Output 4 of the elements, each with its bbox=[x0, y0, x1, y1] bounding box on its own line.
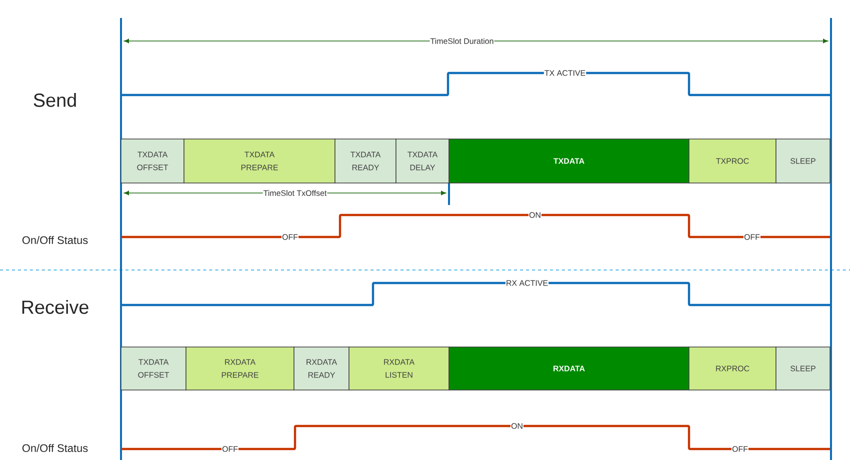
row-title: Send bbox=[34, 93, 76, 107]
status-label: On/Off Status bbox=[22, 444, 88, 452]
row-title: Receive bbox=[22, 300, 88, 314]
status-label: On/Off Status bbox=[22, 236, 88, 244]
